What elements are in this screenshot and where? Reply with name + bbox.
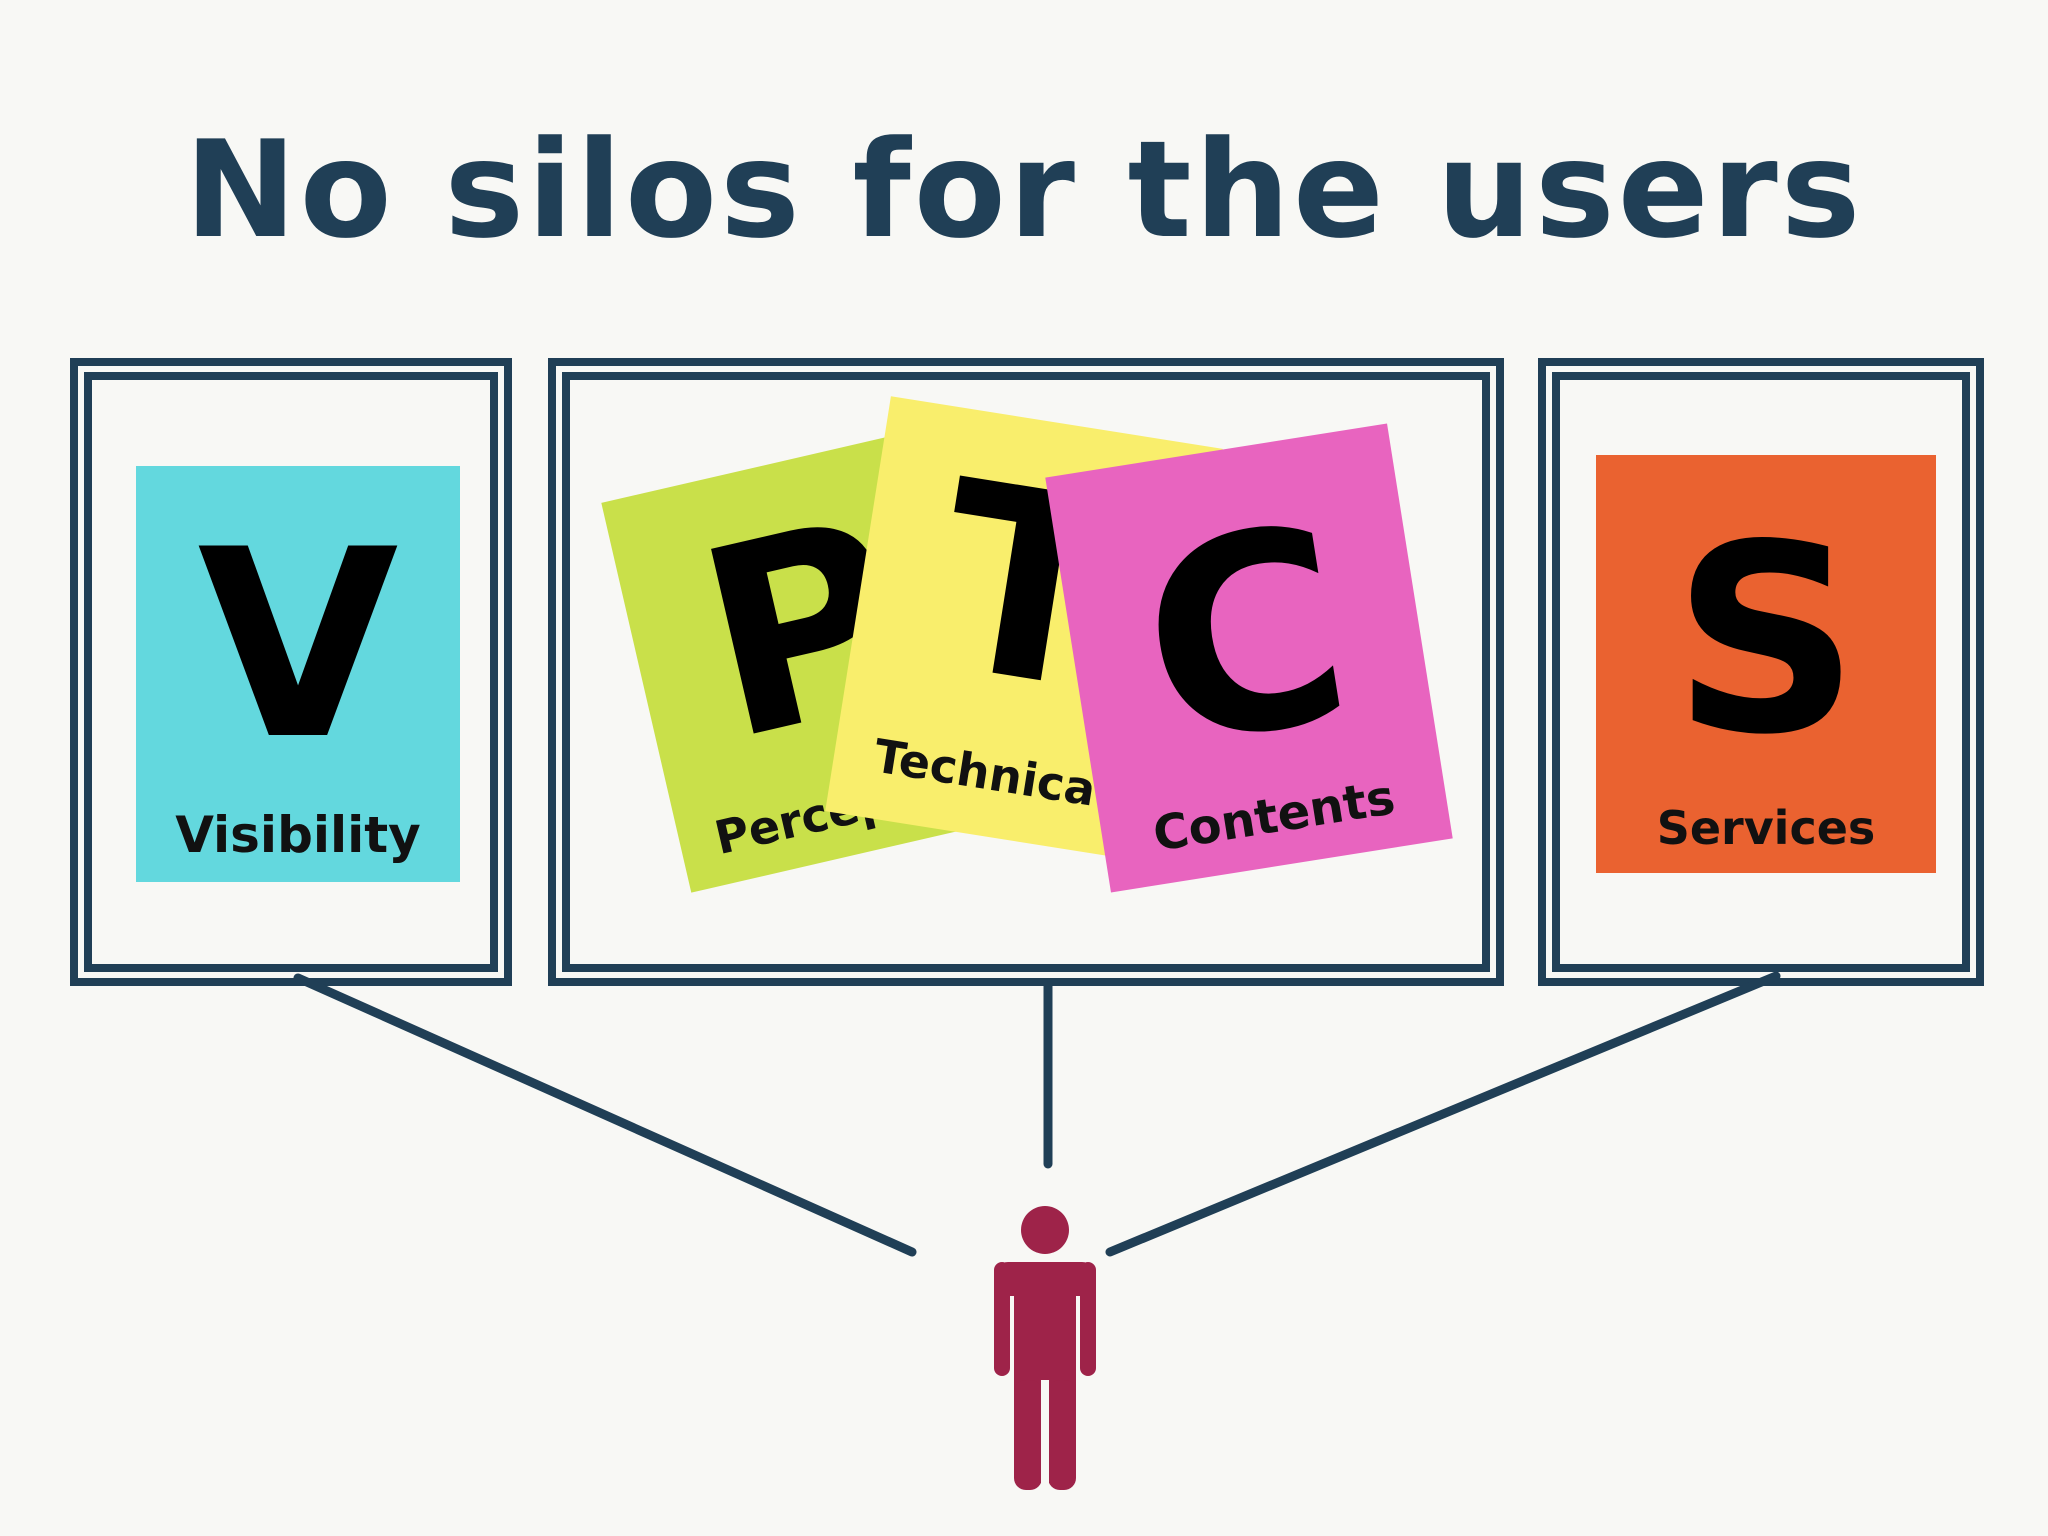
connector-left (293, 973, 917, 1257)
services-frame (1538, 358, 1984, 986)
pct-frame (548, 358, 1504, 986)
slide-title: No silos for the users (184, 112, 1864, 268)
visibility-card: V Visibility (136, 466, 460, 882)
services-label: Services (1656, 801, 1876, 855)
person-icon (994, 1206, 1096, 1490)
services-card: S Services (1596, 455, 1936, 873)
services-letter: S (1672, 490, 1860, 792)
connector-right (1105, 971, 1781, 1257)
visibility-label: Visibility (175, 806, 421, 864)
visibility-frame (70, 358, 512, 986)
visibility-letter: V (197, 495, 399, 797)
